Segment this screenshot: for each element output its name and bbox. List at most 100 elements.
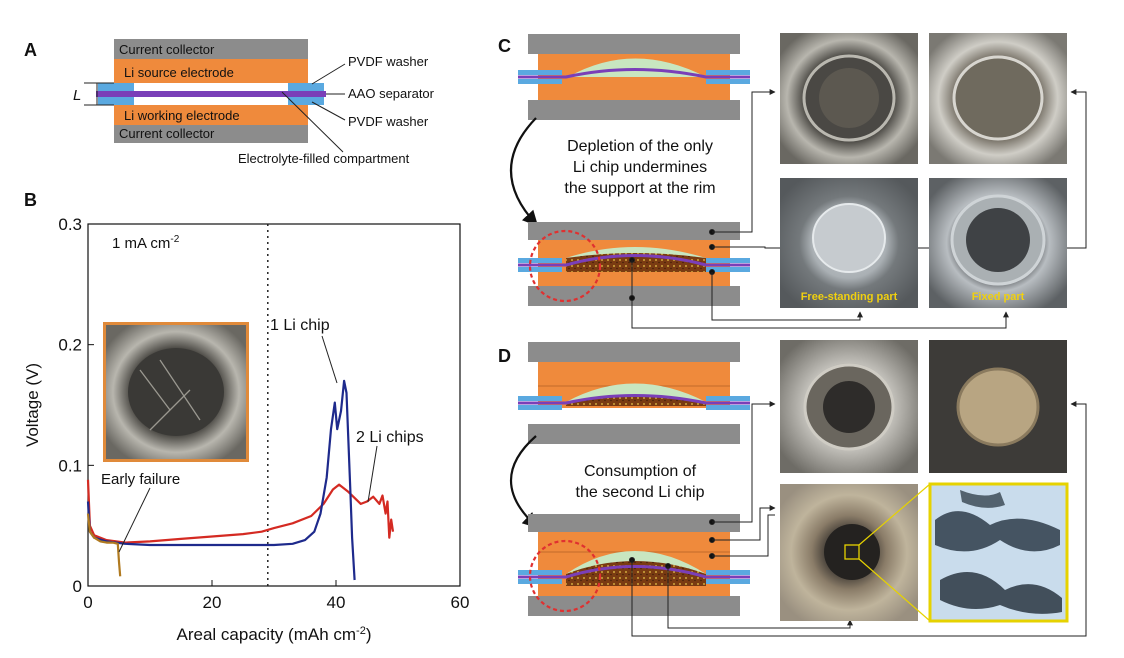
li-working-electrode-label: Li working electrode	[124, 108, 240, 123]
washer-right-top	[706, 70, 750, 75]
washer-right-bottom	[706, 79, 750, 84]
pvdf-washer-bottom-right	[288, 97, 324, 105]
panel-d-cell-after	[518, 514, 750, 616]
panel-d-caption-1: Consumption of	[584, 463, 697, 480]
panel-c-photo-top-left	[780, 33, 918, 164]
y-tick-label: 0.2	[58, 336, 82, 355]
washer-left-top	[518, 258, 562, 263]
collector-bottom	[528, 596, 740, 616]
electrolyte-leader	[281, 91, 344, 153]
x-axis-label: Areal capacity (mAh cm-2)	[177, 625, 372, 644]
panel-c-caption-1: Depletion of the only	[567, 138, 713, 155]
inset-photo-disk	[128, 348, 224, 436]
washer-right-bottom	[706, 405, 750, 410]
panel-c-caption-2: Li chip undermines	[573, 159, 707, 176]
inset-photo-cracks	[139, 359, 201, 431]
panel-d-photo-top-right	[929, 340, 1067, 473]
pvdf-washer-top-label: PVDF washer	[348, 54, 429, 69]
collector-bottom	[528, 424, 740, 444]
aao-separator	[96, 91, 326, 97]
pvdf-washer-top-right	[288, 83, 324, 91]
separator-line	[518, 68, 750, 79]
washer-right-bottom	[706, 579, 750, 584]
panel-c-photo-free-standing: Free-standing part	[780, 178, 918, 308]
panel-d-photo-zoom	[928, 482, 1069, 623]
pvdf-bottom-leader	[311, 101, 346, 121]
axes: 0 20 40 60 0 0.1 0.2 0.3	[58, 215, 469, 612]
panel-c-cell-before	[518, 34, 750, 120]
panel-c-caption-3: the support at the rim	[564, 180, 715, 197]
one-chip-leader	[321, 335, 338, 384]
panel-d-photo-top-left	[780, 340, 918, 473]
y-tick-label: 0.3	[58, 215, 82, 234]
thickness-symbol: L	[73, 87, 81, 104]
washer-right-top	[706, 258, 750, 263]
pvdf-washer-bottom-left	[98, 97, 134, 105]
panel-c-transition-arrow	[509, 117, 539, 227]
washer-left-top	[518, 570, 562, 575]
y-tick-label: 0.1	[58, 456, 82, 475]
panel-d-connectors	[629, 401, 1087, 637]
x-tick-label: 60	[451, 593, 470, 612]
inset-photo	[103, 322, 249, 462]
washer-left-bottom	[518, 79, 562, 84]
panel-c-connectors	[629, 89, 1087, 329]
li-working-electrode	[114, 105, 308, 125]
panel-d-cell-before	[518, 342, 750, 444]
panel-c-letter: C	[498, 36, 511, 56]
zoom-box	[844, 544, 860, 560]
one-chip-label: 1 Li chip	[270, 317, 330, 334]
fixed-part-label: Fixed part	[972, 291, 1025, 303]
washer-left-bottom	[518, 267, 562, 272]
panel-c-photo-fixed: Fixed part	[929, 178, 1067, 308]
two-chips-label: 2 Li chips	[356, 429, 424, 446]
x-tick-label: 20	[203, 593, 222, 612]
series	[86, 379, 395, 581]
pvdf-washer-top-left	[98, 83, 134, 91]
dead-li-layer	[566, 561, 706, 586]
panel-d-letter: D	[498, 346, 511, 366]
plot-frame	[87, 223, 461, 587]
washer-right-top	[706, 396, 750, 401]
aao-separator-label: AAO separator	[348, 86, 435, 101]
rim-highlight-circle	[528, 229, 602, 303]
pvdf-top-leader	[311, 63, 346, 85]
panel-d: D Consumption of the second Li chip	[498, 340, 1087, 637]
collector-top	[528, 34, 740, 54]
washer-left-top	[518, 396, 562, 401]
current-density-label: 1 mA cm-2	[112, 234, 180, 252]
collector-top	[528, 222, 740, 240]
early-failure-leader	[118, 487, 151, 553]
panel-d-photo-bottom-left	[780, 484, 918, 621]
li-source-electrode-label: Li source electrode	[124, 65, 234, 80]
collector-top	[528, 514, 740, 532]
x-tick-label: 40	[327, 593, 346, 612]
free-standing-label: Free-standing part	[801, 291, 898, 303]
panel-d-transition-arrow	[510, 435, 539, 529]
series-line-1-li-chip	[86, 379, 356, 581]
washer-right-bottom	[706, 267, 750, 272]
electrolyte-gap-top	[134, 83, 288, 91]
zoom-leader-top	[858, 483, 931, 546]
li-source-electrode	[114, 59, 308, 83]
separator-line	[518, 565, 750, 579]
panel-c: C Depletion of the only Li chip undermin…	[498, 33, 1087, 329]
panel-a: A Current collector Li source electrode …	[24, 39, 435, 166]
washer-left-bottom	[518, 405, 562, 410]
y-tick-label: 0	[73, 577, 82, 596]
separator-line	[518, 394, 750, 405]
panel-a-letter: A	[24, 40, 37, 60]
current-collector-top	[114, 39, 308, 59]
x-tick-label: 0	[83, 593, 92, 612]
current-collector-top-label: Current collector	[119, 42, 215, 57]
washer-right-top	[706, 570, 750, 575]
pvdf-washer-bottom-label: PVDF washer	[348, 114, 429, 129]
washer-left-top	[518, 70, 562, 75]
collector-top	[528, 342, 740, 362]
collector-bottom	[528, 100, 740, 120]
zoom-leader-bottom	[858, 558, 931, 622]
separator-line	[518, 254, 750, 267]
series-line-2-li-chips	[86, 479, 395, 544]
panel-b-letter: B	[24, 190, 37, 210]
